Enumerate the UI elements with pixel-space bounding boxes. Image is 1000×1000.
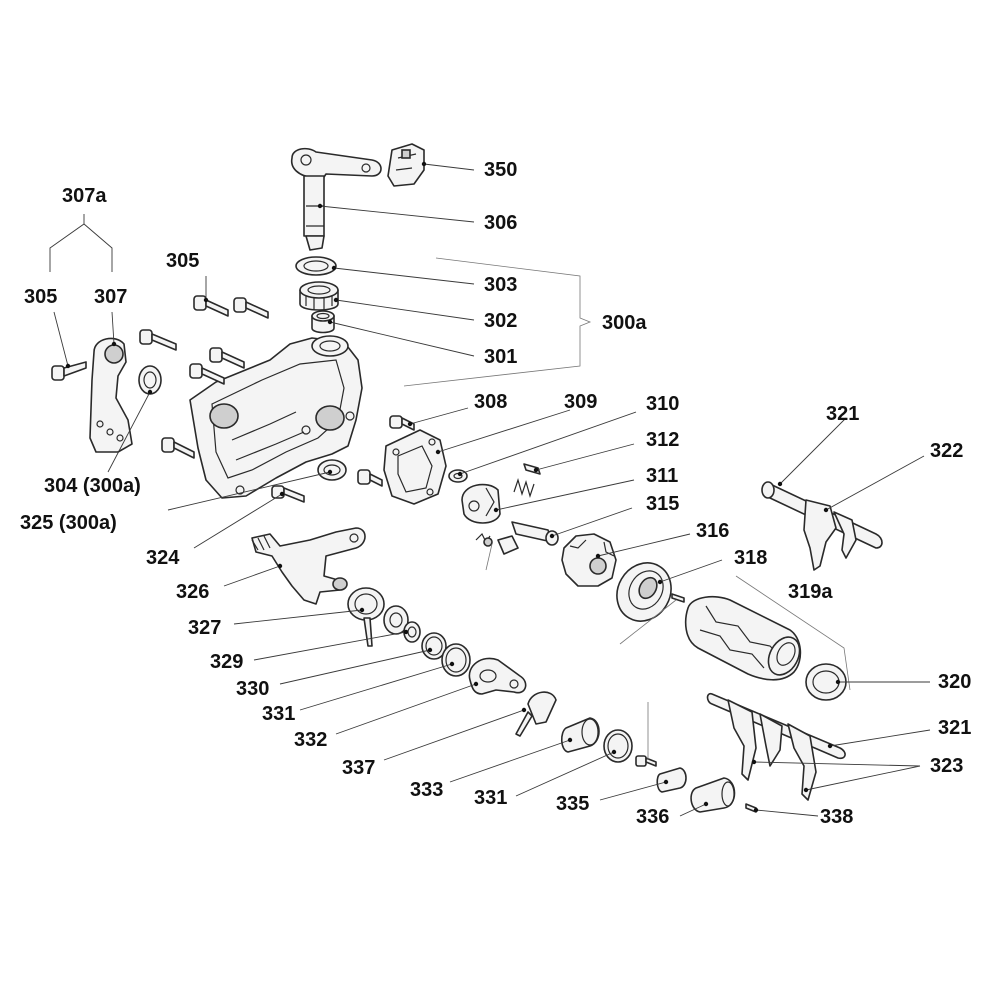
callout-331-lower: 331 <box>474 787 507 809</box>
callout-330: 330 <box>236 678 269 700</box>
bolt-6 <box>161 437 195 459</box>
part-305-bolt <box>51 361 87 381</box>
callout-301: 301 <box>484 346 517 368</box>
callout-336: 336 <box>636 806 669 828</box>
callout-323: 323 <box>930 755 963 777</box>
part-336-roller <box>690 777 736 813</box>
callout-318: 318 <box>734 547 767 569</box>
callout-338: 338 <box>820 806 853 828</box>
part-319a-fork-assembly <box>761 481 883 571</box>
callout-319a: 319a <box>788 581 833 603</box>
part-index-cam <box>461 483 501 524</box>
callout-333: 333 <box>410 779 443 801</box>
part-306-shift-lever <box>290 147 382 251</box>
callout-305-left: 305 <box>24 286 57 308</box>
part-304-seal <box>138 365 162 395</box>
part-shift-drum <box>684 595 802 681</box>
callout-321-lower: 321 <box>938 717 971 739</box>
part-331-ring-2 <box>441 643 471 677</box>
part-303-seal <box>295 256 337 276</box>
callout-307: 307 <box>94 286 127 308</box>
bolt-2 <box>233 297 269 319</box>
callout-331-upper: 331 <box>262 703 295 725</box>
callout-327: 327 <box>188 617 221 639</box>
part-350-clip <box>387 143 425 187</box>
callout-304: 304 (300a) <box>44 475 141 497</box>
callout-316: 316 <box>696 520 729 542</box>
part-307-detent-arm <box>89 337 133 453</box>
leader-lines <box>49 163 931 817</box>
callout-306: 306 <box>484 212 517 234</box>
callout-337: 337 <box>342 757 375 779</box>
part-331-ring-lower <box>603 729 633 763</box>
callout-303: 303 <box>484 274 517 296</box>
callout-310: 310 <box>646 393 679 415</box>
callout-324: 324 <box>146 547 180 569</box>
housing-bolts <box>139 295 383 487</box>
part-301-bushing <box>311 310 335 334</box>
callout-326: 326 <box>176 581 209 603</box>
part-324-screw <box>271 485 305 503</box>
part-327-return-spring <box>347 587 385 647</box>
part-325-seal <box>317 459 347 481</box>
callout-307a: 307a <box>62 185 107 207</box>
part-small-pin <box>671 593 685 603</box>
callout-329: 329 <box>210 651 243 673</box>
callout-325: 325 (300a) <box>20 512 117 534</box>
callout-320: 320 <box>938 671 971 693</box>
bolt-3 <box>139 329 177 351</box>
bolt-4 <box>209 347 245 369</box>
callout-309: 309 <box>564 391 597 413</box>
bolt-1 <box>193 295 229 317</box>
part-335-sleeve <box>656 767 687 793</box>
callout-335: 335 <box>556 793 589 815</box>
part-309-cover-plate <box>383 429 447 505</box>
callout-350: 350 <box>484 159 517 181</box>
part-310-ring <box>448 469 468 483</box>
part-326-shift-shaft <box>251 527 366 605</box>
callout-300a: 300a <box>602 312 647 334</box>
part-small-bolt-335 <box>635 755 657 767</box>
callout-311: 311 <box>646 465 678 487</box>
part-337-spring <box>515 691 557 737</box>
callout-305-top: 305 <box>166 250 199 272</box>
part-323-shift-forks <box>706 692 846 801</box>
leader-dots <box>65 161 841 813</box>
callout-322: 322 <box>930 440 963 462</box>
bolt-5 <box>189 363 225 385</box>
main-housing <box>189 335 363 499</box>
part-318-bearing <box>616 562 672 622</box>
callout-332: 332 <box>294 729 327 751</box>
part-316-star-gear <box>561 533 617 587</box>
callout-321-upper: 321 <box>826 403 859 425</box>
part-small-spring-block <box>475 532 519 555</box>
part-331-ring-upper <box>421 632 447 660</box>
callout-302: 302 <box>484 310 517 332</box>
part-302-needle-bearing <box>299 281 339 311</box>
callout-315: 315 <box>646 493 679 515</box>
part-333-bushing <box>560 717 600 753</box>
callout-312: 312 <box>646 429 679 451</box>
part-332-shift-plate <box>468 657 527 695</box>
callout-labels: 350 306 303 302 301 300a 307a 305 307 30… <box>20 159 971 828</box>
part-315-shaft-pin <box>511 521 559 546</box>
bolt-7 <box>357 469 383 487</box>
part-311-spring <box>513 477 535 499</box>
callout-308: 308 <box>474 391 507 413</box>
